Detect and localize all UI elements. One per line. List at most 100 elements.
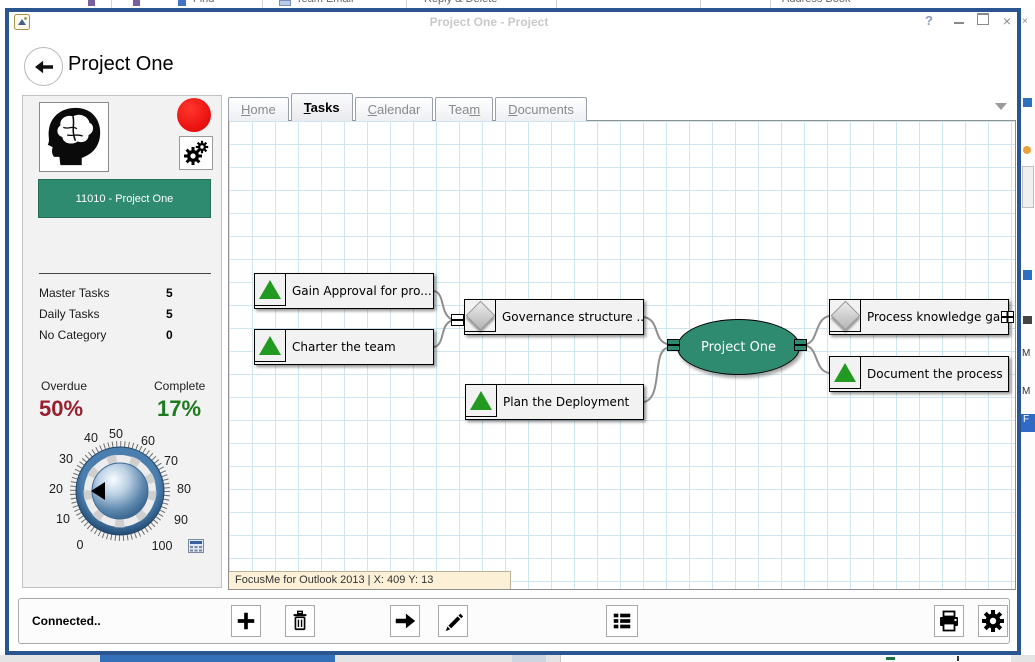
stat-value: 5 [166, 286, 173, 300]
task-node-label: Process knowledge ga... [867, 310, 1008, 324]
maximize-button[interactable] [973, 13, 993, 28]
printer-icon [940, 610, 958, 632]
help-button[interactable]: ? [925, 13, 933, 28]
ribbon-text-fragment: Team Email [296, 0, 353, 5]
icon-fragment [1023, 316, 1032, 324]
connection-status: Connected.. [32, 614, 101, 628]
gauge-tick-20: 20 [49, 482, 63, 496]
envelope-icon [279, 0, 291, 6]
add-task-button[interactable] [231, 605, 261, 637]
edit-task-button[interactable] [438, 605, 468, 637]
gauge-tick-0: 0 [77, 538, 84, 552]
project-center-label: Project One [700, 339, 777, 355]
progress-gauge[interactable]: 0 10 20 30 40 50 60 70 80 90 100 [31, 426, 215, 581]
gear-icon [982, 610, 1004, 632]
print-button[interactable] [934, 605, 964, 637]
bottom-toolbar: Connected.. [18, 598, 1010, 644]
stat-label: Master Tasks [39, 286, 110, 300]
tab-bar: Home Tasks Calendar Team Documents [228, 93, 589, 121]
background-close-fragment: × [1022, 16, 1028, 27]
settings-button[interactable] [978, 605, 1008, 637]
tab-tasks[interactable]: Tasks [290, 93, 353, 121]
task-node-governance[interactable]: Governance structure ... [464, 299, 644, 335]
canvas-statusbar: FocusMe for Outlook 2013 | X: 409 Y: 13 [229, 571, 511, 589]
app-icon [14, 14, 30, 30]
ribbon-icon-fragment [88, 0, 95, 6]
task-node-label: Document the process [867, 367, 1003, 381]
ribbon-divider [111, 0, 112, 8]
ribbon-divider [700, 0, 701, 8]
record-status-indicator[interactable] [177, 98, 211, 132]
stat-row-no-category: No Category 0 [39, 328, 209, 344]
task-node-label: Charter the team [292, 340, 396, 354]
ribbon-divider [406, 0, 407, 8]
close-button[interactable]: × [1002, 13, 1012, 29]
connector-anchor[interactable] [794, 339, 807, 351]
task-icon-cell [255, 330, 286, 362]
trash-icon [293, 610, 307, 631]
task-node-document-process[interactable]: Document the process [829, 356, 1009, 392]
project-id-button[interactable]: 11010 - Project One [38, 179, 211, 218]
background-statusbar-strip [0, 655, 1035, 662]
stat-row-master-tasks: Master Tasks 5 [39, 286, 209, 302]
icon-fragment [1023, 270, 1032, 280]
divider [39, 273, 211, 274]
task-node-label: Governance structure ... [502, 310, 643, 324]
minimize-button[interactable] [949, 13, 969, 28]
task-node-label: Plan the Deployment [503, 395, 630, 409]
gauge-tick-10: 10 [56, 512, 70, 526]
task-icon-cell [255, 274, 286, 306]
task-node-process-knowledge[interactable]: Process knowledge ga... [829, 299, 1009, 335]
list-view-button[interactable] [606, 605, 638, 637]
delete-task-button[interactable] [285, 605, 315, 637]
task-node-label: Gain Approval for pro... [292, 284, 432, 298]
background-right-strip: × M M F [1021, 8, 1035, 655]
ribbon-text-fragment: Reply & Delete [424, 0, 497, 5]
project-settings-button[interactable] [179, 136, 213, 170]
task-node-gain-approval[interactable]: Gain Approval for pro... [254, 273, 434, 309]
diamond-icon [465, 300, 495, 331]
expand-anchor[interactable] [1001, 311, 1014, 323]
complete-label: Complete [154, 379, 206, 393]
stat-label: Daily Tasks [39, 307, 100, 321]
go-to-task-button[interactable] [390, 605, 420, 637]
plus-icon [237, 612, 255, 630]
stat-value: 0 [166, 328, 173, 342]
tab-documents[interactable]: Documents [495, 97, 587, 121]
project-center-node[interactable]: Project One [677, 319, 800, 375]
overdue-value: 50% [39, 396, 84, 421]
gauge-tick-90: 90 [174, 513, 188, 527]
task-icon-cell [466, 385, 497, 417]
gauge-tick-50: 50 [109, 427, 123, 441]
statusbar-segment [512, 655, 546, 662]
stat-row-daily-tasks: Daily Tasks 5 [39, 307, 209, 323]
task-node-plan-deployment[interactable]: Plan the Deployment [465, 384, 644, 420]
tab-team[interactable]: Team [435, 97, 494, 121]
focusme-project-window: Project One - Project ? × Project One [5, 8, 1021, 655]
brain-head-icon [47, 107, 101, 166]
arrow-left-icon [34, 60, 53, 73]
ribbon-icon-fragment [178, 0, 186, 6]
connector-anchor[interactable] [451, 314, 464, 326]
task-icon-cell [830, 300, 861, 332]
statusbar-segment [100, 655, 335, 662]
triangle-up-icon [259, 280, 281, 299]
task-node-charter-team[interactable]: Charter the team [254, 329, 434, 365]
tab-overflow-dropdown[interactable] [995, 103, 1007, 110]
ribbon-divider [556, 0, 557, 8]
stat-label: No Category [39, 328, 107, 342]
tab-home[interactable]: Home [228, 97, 289, 121]
window-title: Project One - Project [429, 15, 549, 29]
calculator-button[interactable] [188, 539, 204, 553]
tab-calendar[interactable]: Calendar [354, 97, 434, 121]
back-button[interactable] [24, 47, 63, 86]
calculator-icon [188, 539, 204, 553]
dot-icon-fragment [1023, 146, 1031, 154]
overdue-label: Overdue [41, 379, 88, 393]
statusbar-segment [560, 655, 1011, 662]
connector-anchor[interactable] [667, 339, 680, 351]
task-map-canvas[interactable]: Gain Approval for pro... Charter the tea… [228, 120, 1016, 590]
gauge-tick-30: 30 [59, 452, 73, 466]
statusbar-mark [886, 657, 895, 660]
complete-value: 17% [157, 396, 202, 421]
